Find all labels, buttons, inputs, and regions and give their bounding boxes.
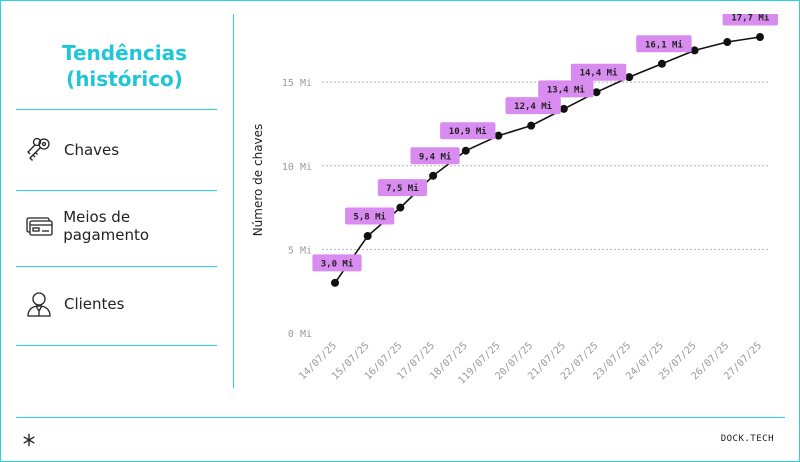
y-tick-label: 10 Mi [282, 162, 312, 173]
data-point [657, 59, 666, 68]
data-point [461, 146, 470, 155]
sidebar-divider [16, 266, 217, 267]
sidebar-item-label: Chaves [64, 141, 120, 159]
y-tick-label: 15 Mi [282, 78, 312, 89]
data-label-bg [722, 14, 778, 26]
data-label: 7,5 Mi [386, 183, 419, 194]
data-label-bg [538, 80, 594, 98]
y-tick-label: 0 Mi [288, 329, 312, 340]
data-label-bg [636, 35, 692, 53]
asterisk-icon [23, 433, 35, 447]
data-label-bg [312, 254, 362, 272]
data-point [592, 88, 601, 97]
data-point [331, 278, 339, 287]
sidebar-item-label: Clientes [64, 295, 125, 313]
brand-logo: DOCK.TECH [720, 434, 774, 444]
data-point [723, 38, 732, 47]
data-label-bg [410, 147, 460, 165]
sidebar-item-label: Meios de pagamento [63, 208, 150, 244]
data-point [494, 131, 503, 140]
data-label: 3,0 Mi [321, 258, 354, 269]
data-label: 16,1 Mi [645, 39, 684, 50]
data-label: 5,8 Mi [353, 212, 386, 223]
data-label-bg [505, 97, 561, 115]
page-title: Tendências (histórico) [16, 40, 233, 92]
credit-card-icon [22, 209, 55, 243]
data-point [756, 33, 764, 42]
series-line [334, 36, 761, 284]
title-line-1: Tendências [61, 41, 188, 65]
sidebar-divider [16, 109, 217, 110]
data-label-bg [377, 179, 427, 197]
data-point [429, 171, 438, 180]
data-label: 13,4 Mi [547, 84, 586, 95]
y-axis-label: Número de chaves [251, 124, 265, 237]
data-label-bg [345, 207, 395, 225]
data-point [363, 232, 372, 241]
data-label: 14,4 Mi [580, 68, 619, 79]
vertical-divider [233, 14, 234, 388]
sidebar-divider [16, 190, 217, 191]
y-tick-label: 5 Mi [288, 245, 312, 256]
data-label: 12,4 Mi [514, 101, 553, 112]
sidebar-item-meios-de-pagamento[interactable]: Meios de pagamento [16, 196, 217, 256]
sidebar-item-clientes[interactable]: Clientes [16, 274, 217, 334]
data-point [527, 121, 536, 130]
footer-divider [16, 417, 785, 418]
data-point [690, 46, 699, 55]
data-label: 17,7 Mi [731, 14, 770, 24]
sidebar: Tendências (histórico) Chaves [16, 14, 233, 388]
keys-icon [22, 133, 56, 167]
sidebar-item-chaves[interactable]: Chaves [16, 120, 217, 180]
data-point [396, 203, 405, 212]
data-point [559, 104, 568, 113]
data-label-bg [570, 63, 627, 81]
data-label: 10,9 Mi [449, 126, 488, 137]
data-point [625, 73, 634, 82]
data-label: 9,4 Mi [419, 151, 452, 162]
sidebar-divider [16, 345, 217, 346]
title-line-2: (histórico) [66, 67, 183, 91]
data-label-bg [440, 122, 496, 140]
user-icon [22, 287, 56, 321]
